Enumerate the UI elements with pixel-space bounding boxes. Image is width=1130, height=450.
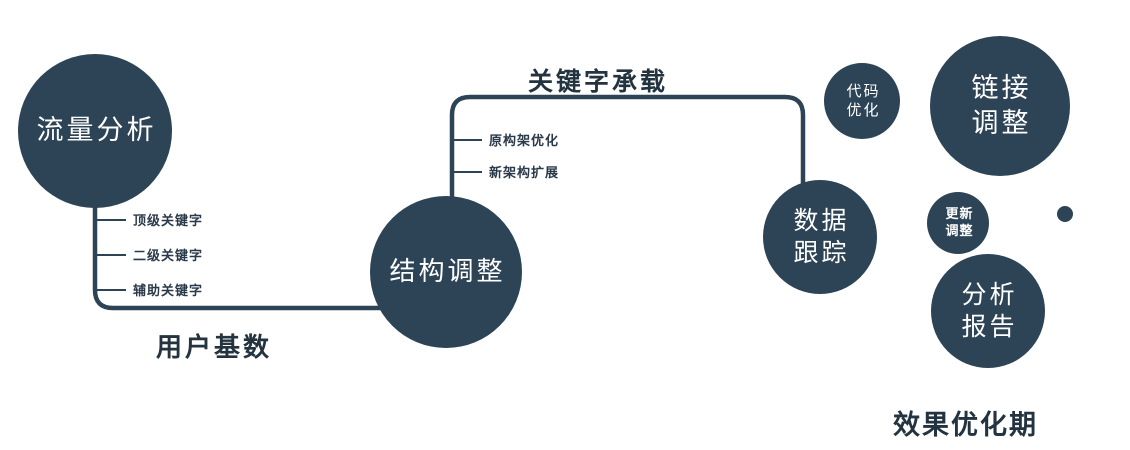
node-update-adjust-line1: 更新 [945,206,974,222]
node-link-adjust-line2: 调整 [971,108,1032,138]
node-code-optimize: 代码 优化 [824,63,900,139]
edge-label-keyword-carry: 关键字承载 [528,68,669,96]
node-traffic-analysis: 流量分析 [18,54,172,208]
branch-label-top-keyword: 顶级关键字 [133,213,204,228]
node-data-tracking: 数据 跟踪 [763,180,877,294]
node-link-adjust: 链接 调整 [930,36,1070,176]
node-structure-adjust: 结构调整 [370,196,522,348]
branch-label-second-keyword: 二级关键字 [133,248,204,263]
node-analysis-report-line2: 报告 [961,313,1018,341]
node-update-adjust-line2: 调整 [945,223,974,238]
edge-label-user-base: 用户基数 [156,332,273,362]
node-update-adjust: 更新 调整 [927,192,989,254]
branch-label-arch-optimize: 原构架优化 [489,133,560,148]
branch-label-aux-keyword: 辅助关键字 [133,283,204,298]
node-analysis-report-line1: 分析 [961,280,1018,309]
branch-tick-marks [95,139,482,291]
node-code-optimize-line2: 优化 [846,102,881,119]
small-dot-node [1057,206,1073,222]
node-code-optimize-line1: 代码 [846,82,881,100]
node-data-tracking-line2: 跟踪 [793,239,850,267]
branch-label-arch-expand: 新架构扩展 [489,165,560,180]
caption-effect-optimization: 效果优化期 [893,410,1038,440]
edge-structure-to-tracking [449,94,806,204]
node-data-tracking-line1: 数据 [793,206,850,235]
node-structure-adjust-label: 结构调整 [389,256,506,287]
node-traffic-analysis-label: 流量分析 [36,115,157,146]
node-link-adjust-line1: 链接 [971,72,1032,103]
node-analysis-report: 分析 报告 [931,254,1045,368]
